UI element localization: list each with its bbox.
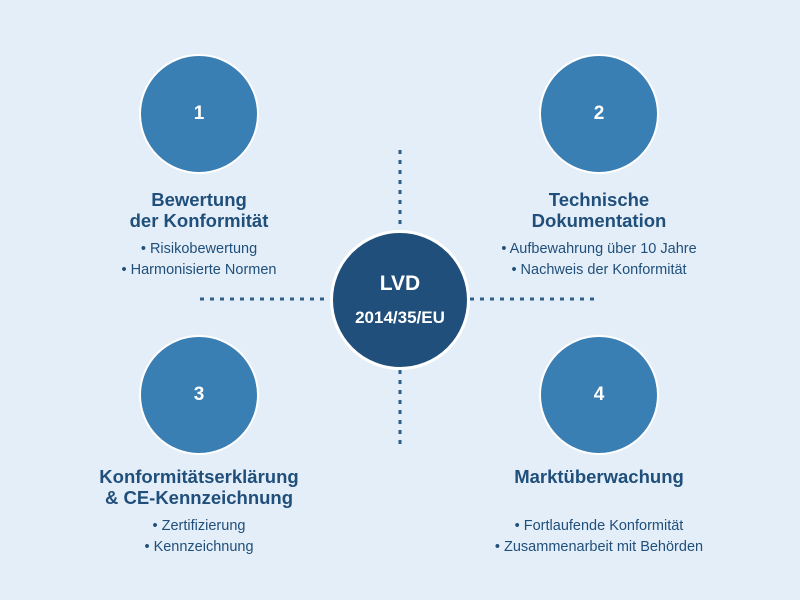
step-3-title: Konformitätserklärung & CE-Kennzeichnung	[99, 466, 299, 508]
step-1-bullet-2: Harmonisierte Normen	[49, 260, 349, 281]
step-2-bullets: Aufbewahrung über 10 Jahre Nachweis der …	[449, 239, 749, 281]
step-1-bullet-1: Risikobewertung	[49, 239, 349, 260]
step-2-title: Technische Dokumentation	[531, 189, 667, 231]
step-1-block: Bewertung der Konformität Risikobewertun…	[49, 189, 349, 281]
step-3-bullet-2: Kennzeichnung	[49, 537, 349, 558]
step-3-bullet-1: Zertifizierung	[49, 516, 349, 537]
step-4-circle: 4	[539, 335, 659, 455]
step-4-bullets: Fortlaufende Konformität Zusammenarbeit …	[449, 516, 749, 558]
step-3-bullets: Zertifizierung Kennzeichnung	[49, 516, 349, 558]
step-3-block: Konformitätserklärung & CE-Kennzeichnung…	[49, 466, 349, 558]
step-2-number: 2	[593, 103, 605, 124]
step-4-block: Marktüberwachung Fortlaufende Konformitä…	[449, 466, 749, 558]
center-title: LVD	[379, 272, 421, 295]
step-4-number: 4	[593, 384, 605, 405]
step-2-bullet-2: Nachweis der Konformität	[449, 260, 749, 281]
step-3-circle: 3	[139, 335, 259, 455]
step-2-circle: 2	[539, 54, 659, 174]
step-1-circle: 1	[139, 54, 259, 174]
step-1-bullets: Risikobewertung Harmonisierte Normen	[49, 239, 349, 281]
step-1-number: 1	[193, 103, 205, 124]
step-2-bullet-1: Aufbewahrung über 10 Jahre	[449, 239, 749, 260]
step-3-number: 3	[193, 384, 205, 405]
step-4-bullet-2: Zusammenarbeit mit Behörden	[449, 537, 749, 558]
center-subtitle: 2014/35/EU	[355, 308, 445, 327]
step-2-block: Technische Dokumentation Aufbewahrung üb…	[449, 189, 749, 281]
step-1-title: Bewertung der Konformität	[129, 189, 269, 231]
step-4-title: Marktüberwachung	[514, 466, 684, 487]
step-4-bullet-1: Fortlaufende Konformität	[449, 516, 749, 537]
center-circle: LVD 2014/35/EU	[330, 230, 470, 370]
